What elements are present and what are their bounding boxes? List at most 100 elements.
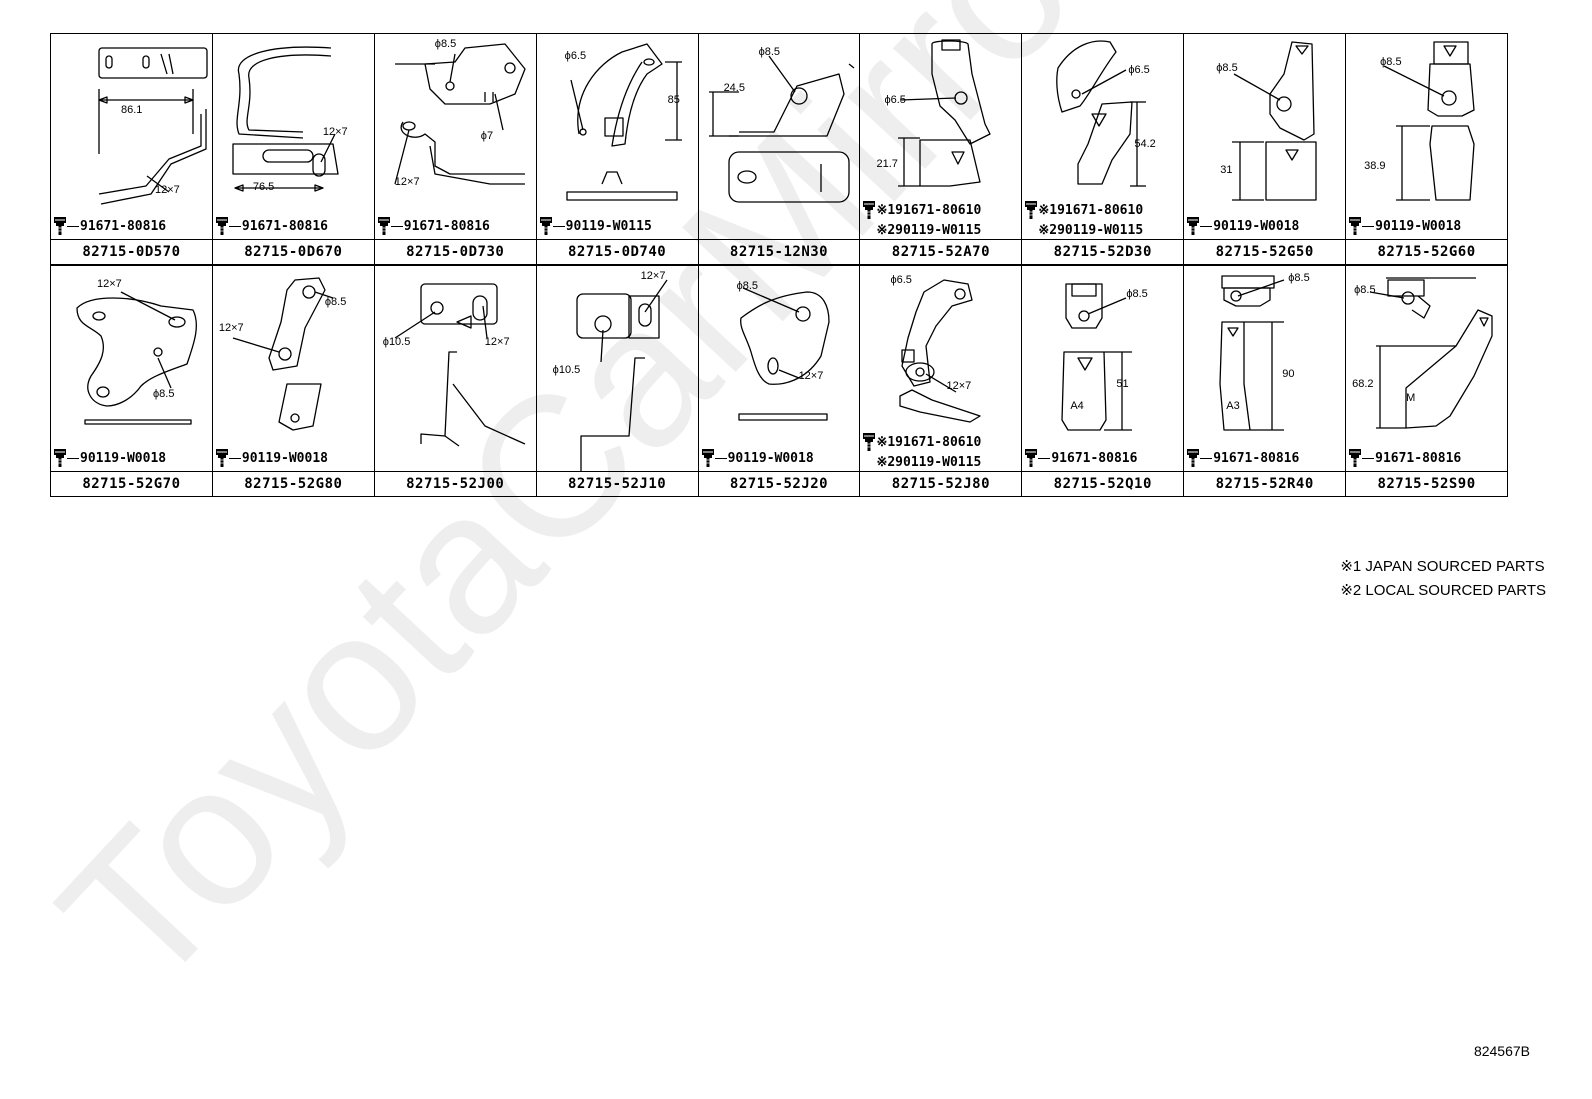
bolt-icon xyxy=(539,217,552,235)
bolt-part-number: ※290119-W0115 xyxy=(1038,223,1144,238)
bolt-callout: 91671-80816 xyxy=(1024,448,1137,468)
bolt-part-number: 90119-W0018 xyxy=(241,450,328,466)
part-drawing xyxy=(394,283,526,447)
part-number: 82715-52J00 xyxy=(374,471,536,496)
dimension-label: 85 xyxy=(667,94,680,106)
bolt-icon xyxy=(1187,449,1200,467)
bolt-part-number: ※191671-80610 xyxy=(1038,202,1144,218)
dimension-label: 51 xyxy=(1116,378,1129,390)
part-number: 82715-52D30 xyxy=(1022,239,1184,264)
bolt-callout: 90119-W0115 xyxy=(539,216,652,236)
dimension-label: ϕ8.5 xyxy=(1380,56,1402,68)
part-cell: ϕ6.5 85 90119-W0115 82715-0D740 xyxy=(535,33,699,265)
dimension-label: ϕ8.5 xyxy=(153,388,175,400)
part-drawing xyxy=(98,47,208,205)
dimension-label: 12×7 xyxy=(640,270,666,282)
dimension-label: 21.7 xyxy=(876,158,898,170)
dimension-label: M xyxy=(1406,392,1416,404)
dimension-label: A3 xyxy=(1226,400,1240,412)
part-number: 82715-52G70 xyxy=(51,471,212,496)
dimension-label: 76.5 xyxy=(252,181,275,193)
bolt-callout: ※191671-80610 xyxy=(862,432,981,452)
part-drawing xyxy=(76,291,197,425)
bolt-icon xyxy=(1187,217,1200,235)
dimension-label: 24.5 xyxy=(723,82,745,94)
part-drawing xyxy=(394,43,526,185)
dimension-label: ϕ6.5 xyxy=(564,50,587,62)
part-cell: ϕ8.5 24.5 82715-12N30 xyxy=(697,33,861,265)
bolt-icon xyxy=(1025,201,1038,219)
dimension-label: 12×7 xyxy=(97,278,122,290)
bolt-callout: 90119-W0018 xyxy=(1348,216,1461,236)
part-number: 82715-52J80 xyxy=(860,471,1022,496)
bolt-part-number: 90119-W0018 xyxy=(727,450,814,466)
part-number: 82715-52R40 xyxy=(1184,471,1346,496)
dimension-label: 12×7 xyxy=(394,176,420,188)
bolt-icon xyxy=(54,217,66,235)
dimension-label: 12×7 xyxy=(218,322,244,334)
bolt-callout: 91671-80816 xyxy=(215,216,328,236)
part-number: 82715-52G50 xyxy=(1184,239,1346,264)
bolt-callout: 91671-80816 xyxy=(1186,448,1299,468)
part-number: 82715-12N30 xyxy=(698,239,860,264)
bolt-part-number: 91671-80816 xyxy=(1375,450,1462,466)
part-drawing xyxy=(899,279,982,423)
part-drawing xyxy=(232,277,334,431)
dimension-label: ϕ8.5 xyxy=(324,296,347,308)
bolt-callout-alt: ※290119-W0115 xyxy=(876,455,981,470)
dimension-label: ϕ8.5 xyxy=(1126,288,1148,300)
part-number: 82715-52G80 xyxy=(212,471,374,496)
part-drawing xyxy=(232,46,339,192)
part-drawing xyxy=(898,39,992,187)
part-number: 82715-0D740 xyxy=(536,239,698,264)
dimension-label: 38.9 xyxy=(1364,160,1386,172)
dimension-label: ϕ6.5 xyxy=(1128,64,1150,76)
dimension-label: 12×7 xyxy=(484,336,510,348)
dimension-label: ϕ6.5 xyxy=(890,274,912,286)
bolt-icon xyxy=(215,449,228,467)
dimension-label: ϕ10.5 xyxy=(382,336,411,348)
part-number: 82715-52G60 xyxy=(1346,239,1508,264)
bolt-part-number: ※191671-80610 xyxy=(876,202,982,218)
bolt-icon xyxy=(377,217,390,235)
dimension-label: ϕ8.5 xyxy=(1216,62,1238,74)
dimension-label: 12×7 xyxy=(798,370,824,382)
dimension-label: 68.2 xyxy=(1352,378,1374,390)
bolt-icon xyxy=(701,449,714,467)
note-local-sourced: ※2 LOCAL SOURCED PARTS xyxy=(1340,582,1546,599)
dimension-label: 12×7 xyxy=(946,380,972,392)
dimension-label: ϕ8.5 xyxy=(1354,284,1376,296)
dimension-label: 86.1 xyxy=(121,104,143,116)
bolt-callout: 90119-W0018 xyxy=(1186,216,1299,236)
bolt-part-number: 91671-80816 xyxy=(80,218,167,234)
dimension-label: 31 xyxy=(1220,164,1233,176)
bolt-icon xyxy=(1349,449,1362,467)
part-drawing xyxy=(1219,275,1285,431)
part-number: 82715-52J10 xyxy=(536,471,698,496)
dimension-label: ϕ8.5 xyxy=(758,46,781,58)
part-drawing xyxy=(1383,41,1475,201)
part-cell: ϕ8.5 31 90119-W0018 82715-52G50 xyxy=(1183,33,1347,265)
bolt-part-number: ※290119-W0115 xyxy=(876,455,982,470)
part-cell: 12×7 ϕ10.5 82715-52J10 xyxy=(535,265,699,497)
figure-number: 824567B xyxy=(1473,1043,1530,1059)
part-drawing xyxy=(708,55,854,203)
bolt-callout-alt: ※290119-W0115 xyxy=(1038,223,1143,238)
bolt-part-number: 90119-W0018 xyxy=(1375,218,1462,234)
bolt-callout: 91671-80816 xyxy=(53,216,166,236)
part-drawing xyxy=(1056,40,1147,187)
dimension-label: A4 xyxy=(1070,400,1084,412)
bolt-icon xyxy=(1349,217,1362,235)
dimension-label: 90 xyxy=(1282,368,1295,380)
bolt-icon xyxy=(215,217,228,235)
part-number: 82715-0D730 xyxy=(374,239,536,264)
dimension-label: ϕ6.5 xyxy=(884,94,906,106)
part-drawing xyxy=(1370,277,1493,429)
dimension-label: ϕ10.5 xyxy=(552,364,581,376)
